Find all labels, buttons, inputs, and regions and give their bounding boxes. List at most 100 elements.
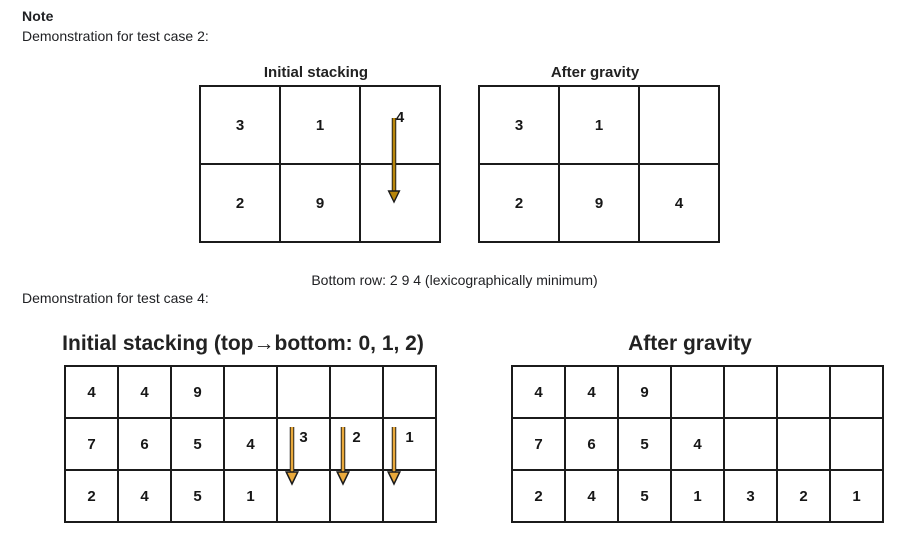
grid-cell[interactable]: 4 bbox=[64, 365, 119, 419]
grid-cell[interactable]: 1 bbox=[382, 417, 437, 471]
cell-value: 4 bbox=[87, 383, 96, 401]
figure1-after-gravity-grid: 3 1 2 9 4 bbox=[478, 85, 720, 243]
cell-value: 1 bbox=[594, 116, 604, 134]
grid-cell[interactable] bbox=[329, 469, 384, 523]
table-row: 2 9 4 bbox=[478, 163, 720, 243]
grid-cell[interactable] bbox=[829, 417, 884, 471]
grid-cell[interactable]: 1 bbox=[670, 469, 725, 523]
note-demo-line-test-case-4: Demonstration for test case 4: bbox=[22, 290, 209, 306]
grid-cell[interactable]: 2 bbox=[511, 469, 566, 523]
cell-value: 4 bbox=[246, 435, 255, 453]
cell-value: 2 bbox=[514, 194, 524, 212]
table-row: 7 6 5 4 bbox=[511, 417, 884, 471]
cell-value: 9 bbox=[315, 194, 325, 212]
grid-cell[interactable]: 4 bbox=[564, 469, 619, 523]
grid-cell[interactable] bbox=[723, 417, 778, 471]
grid-cell[interactable]: 6 bbox=[117, 417, 172, 471]
cell-value: 4 bbox=[395, 108, 405, 126]
figure2-initial-stacking-grid: 4 4 9 7 6 5 4 3 2 1 2 4 5 1 bbox=[64, 365, 437, 523]
grid-cell[interactable] bbox=[359, 163, 441, 243]
figure1-left-title: Initial stacking bbox=[263, 64, 369, 81]
grid-cell[interactable]: 4 bbox=[359, 85, 441, 165]
grid-cell[interactable]: 4 bbox=[670, 417, 725, 471]
grid-cell[interactable]: 5 bbox=[170, 417, 225, 471]
grid-cell[interactable] bbox=[329, 365, 384, 419]
table-row: 2 4 5 1 bbox=[64, 469, 437, 523]
table-row: 2 9 bbox=[199, 163, 441, 243]
figure1-caption: Bottom row: 2 9 4 (lexicographically min… bbox=[311, 272, 598, 288]
cell-value: 4 bbox=[587, 383, 596, 401]
cell-value: 4 bbox=[140, 487, 149, 505]
grid-cell[interactable]: 4 bbox=[564, 365, 619, 419]
cell-value: 5 bbox=[640, 435, 649, 453]
cell-value: 1 bbox=[693, 487, 702, 505]
grid-cell[interactable]: 5 bbox=[170, 469, 225, 523]
grid-cell[interactable] bbox=[223, 365, 278, 419]
grid-cell[interactable]: 4 bbox=[117, 469, 172, 523]
grid-cell[interactable] bbox=[382, 365, 437, 419]
figure2-after-gravity-grid: 4 4 9 7 6 5 4 2 4 5 1 bbox=[511, 365, 884, 523]
table-row: 7 6 5 4 3 2 1 bbox=[64, 417, 437, 471]
cell-value: 2 bbox=[352, 428, 361, 446]
cell-value: 4 bbox=[534, 383, 543, 401]
grid-table: 3 1 2 9 4 bbox=[478, 85, 720, 243]
grid-cell[interactable]: 9 bbox=[279, 163, 361, 243]
figure1-initial-stacking-grid: 3 1 4 2 9 bbox=[199, 85, 441, 243]
grid-cell[interactable] bbox=[276, 469, 331, 523]
cell-value: 2 bbox=[799, 487, 808, 505]
grid-cell[interactable]: 7 bbox=[64, 417, 119, 471]
table-row: 2 4 5 1 3 2 1 bbox=[511, 469, 884, 523]
grid-cell[interactable]: 6 bbox=[564, 417, 619, 471]
cell-value: 1 bbox=[405, 428, 414, 446]
grid-cell[interactable]: 4 bbox=[638, 163, 720, 243]
grid-cell[interactable]: 4 bbox=[511, 365, 566, 419]
grid-cell[interactable] bbox=[776, 365, 831, 419]
grid-cell[interactable] bbox=[670, 365, 725, 419]
grid-cell[interactable] bbox=[638, 85, 720, 165]
grid-cell[interactable]: 3 bbox=[478, 85, 560, 165]
grid-cell[interactable]: 2 bbox=[199, 163, 281, 243]
grid-cell[interactable]: 2 bbox=[329, 417, 384, 471]
grid-cell[interactable] bbox=[776, 417, 831, 471]
grid-cell[interactable]: 1 bbox=[223, 469, 278, 523]
cell-value: 2 bbox=[235, 194, 245, 212]
cell-value: 6 bbox=[140, 435, 149, 453]
grid-cell[interactable]: 3 bbox=[723, 469, 778, 523]
grid-cell[interactable] bbox=[723, 365, 778, 419]
grid-cell[interactable] bbox=[829, 365, 884, 419]
grid-table: 4 4 9 7 6 5 4 2 4 5 1 bbox=[511, 365, 884, 523]
grid-cell[interactable]: 4 bbox=[223, 417, 278, 471]
grid-cell[interactable]: 5 bbox=[617, 417, 672, 471]
note-demo-line-test-case-2: Demonstration for test case 2: bbox=[22, 28, 209, 44]
grid-cell[interactable]: 9 bbox=[170, 365, 225, 419]
grid-cell[interactable] bbox=[276, 365, 331, 419]
cell-value: 2 bbox=[534, 487, 543, 505]
grid-cell[interactable]: 4 bbox=[117, 365, 172, 419]
cell-value: 9 bbox=[193, 383, 202, 401]
cell-value: 3 bbox=[514, 116, 524, 134]
grid-cell[interactable]: 9 bbox=[617, 365, 672, 419]
figure2-right-title: After gravity bbox=[628, 332, 752, 355]
note-heading: Note bbox=[22, 8, 54, 24]
cell-value: 5 bbox=[193, 487, 202, 505]
cell-value: 2 bbox=[87, 487, 96, 505]
grid-cell[interactable]: 7 bbox=[511, 417, 566, 471]
table-row: 4 4 9 bbox=[511, 365, 884, 419]
grid-cell[interactable]: 2 bbox=[478, 163, 560, 243]
grid-cell[interactable]: 5 bbox=[617, 469, 672, 523]
grid-cell[interactable]: 1 bbox=[279, 85, 361, 165]
cell-value: 4 bbox=[587, 487, 596, 505]
grid-cell[interactable]: 2 bbox=[64, 469, 119, 523]
grid-cell[interactable]: 3 bbox=[199, 85, 281, 165]
grid-cell[interactable]: 2 bbox=[776, 469, 831, 523]
grid-cell[interactable]: 3 bbox=[276, 417, 331, 471]
cell-value: 3 bbox=[299, 428, 308, 446]
grid-cell[interactable]: 1 bbox=[829, 469, 884, 523]
grid-cell[interactable]: 1 bbox=[558, 85, 640, 165]
grid-table: 3 1 4 2 9 bbox=[199, 85, 441, 243]
cell-value: 1 bbox=[315, 116, 325, 134]
grid-cell[interactable]: 9 bbox=[558, 163, 640, 243]
cell-value: 4 bbox=[693, 435, 702, 453]
figure1-right-title: After gravity bbox=[550, 64, 640, 81]
grid-cell[interactable] bbox=[382, 469, 437, 523]
